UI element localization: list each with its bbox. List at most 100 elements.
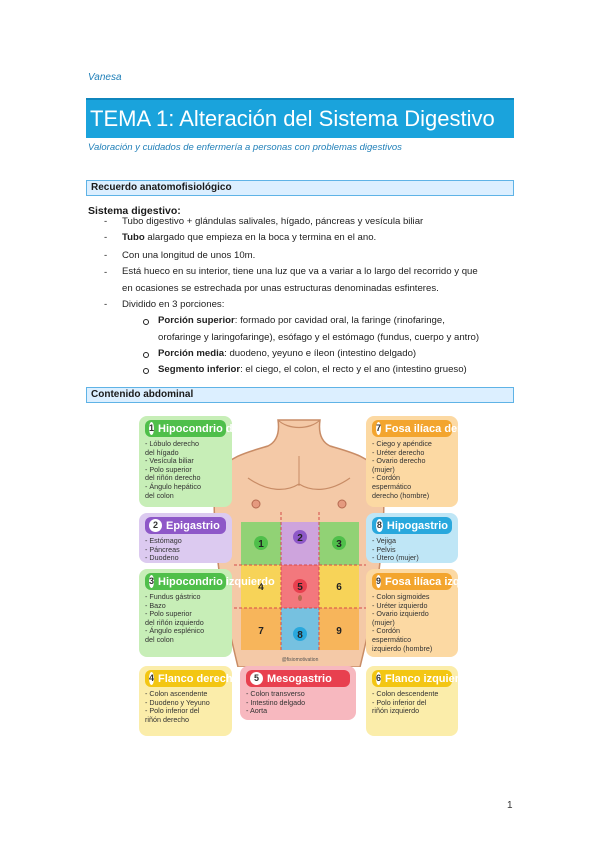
region-header: 1 Hipocondrio derecho: [145, 420, 269, 437]
region-number: 5: [250, 672, 263, 685]
region-box-2: 2 Epigastrio - Estómago- Páncreas- Duode…: [139, 513, 232, 563]
region-item: - Polo superior: [145, 464, 192, 474]
region-item: - Vesícula biliar: [145, 456, 194, 466]
dash-marker: -: [104, 299, 108, 310]
region-item: izquierdo (hombre): [372, 643, 433, 653]
list-item: Tubo alargado que empieza en la boca y t…: [122, 231, 376, 245]
region-header: 9 Fosa ilíaca izquierda: [372, 573, 493, 590]
region-header: 8 Hipogastrio: [372, 517, 452, 534]
region-number: 9: [376, 575, 382, 588]
region-item: - Bazo: [145, 600, 166, 610]
svg-text:4: 4: [258, 582, 264, 593]
region-title: Hipogastrio: [386, 519, 448, 532]
region-item: - Duodeno: [145, 553, 179, 563]
region-title: Epigastrio: [166, 519, 220, 532]
sub-item: Segmento inferior: el ciego, el colon, e…: [158, 363, 467, 377]
list-item: Dividido en 3 porciones:: [122, 299, 225, 310]
sub-item-text: : formado por cavidad oral, la faringe (…: [234, 315, 445, 326]
sub-item: Porción media: duodeno, yeyuno e íleon (…: [158, 347, 416, 361]
region-item: - Intestino delgado: [246, 697, 306, 707]
region-item: del riñón derecho: [145, 473, 201, 483]
region-title: Hipocondrio izquierdo: [158, 575, 275, 588]
region-number: 4: [149, 672, 155, 685]
region-items: - Colon ascendente- Duodeno y Yeyuno- Po…: [145, 689, 226, 724]
region-number: 6: [376, 672, 382, 685]
region-item: - Colon descendente: [372, 689, 439, 698]
svg-text:1: 1: [258, 539, 264, 550]
region-items: - Colon transverso- Intestino delgado- A…: [246, 689, 350, 716]
sub-item-text: : el ciego, el colon, el recto y el ano …: [240, 364, 467, 375]
region-item: - Ángulo hepático: [145, 481, 201, 491]
region-item: (mujer): [372, 464, 395, 474]
region-header: 3 Hipocondrio izquierdo: [145, 573, 275, 590]
region-box-4: 4 Flanco derecho - Colon ascendente- Duo…: [139, 666, 239, 736]
section-heading-anatomy: Recuerdo anatomofisiológico: [86, 180, 514, 196]
region-title: Fosa ilíaca izquierda: [385, 575, 493, 588]
region-item: del colon: [145, 490, 174, 500]
page-title: TEMA 1: Alteración del Sistema Digestivo: [90, 106, 495, 131]
region-item: - Uréter derecho: [372, 447, 425, 457]
svg-text:2: 2: [297, 533, 303, 544]
list-item-continuation: en ocasiones se estrechada por unas estr…: [122, 283, 439, 294]
region-box-7: 7 Fosa ilíaca derecha - Ciego y apéndice…: [366, 416, 487, 507]
region-item: - Polo superior: [145, 609, 192, 619]
region-item: del colon: [145, 634, 174, 644]
region-item: espermático: [372, 634, 412, 644]
list-item: Está hueco en su interior, tiene una luz…: [122, 266, 478, 277]
region-item: - Lóbulo derecho: [145, 439, 199, 448]
sub-item-continuation: orofaringe y laringofaringe), esófago y …: [158, 332, 480, 343]
dash-marker: -: [104, 267, 108, 278]
svg-text:9: 9: [336, 626, 342, 637]
bold-term: Segmento inferior: [158, 364, 241, 375]
region-item: - Estómago: [145, 536, 182, 545]
region-number: 7: [376, 422, 382, 435]
region-title: Flanco derecho: [158, 672, 240, 685]
region-header: 7 Fosa ilíaca derecha: [372, 420, 487, 437]
region-box-9: 9 Fosa ilíaca izquierda - Colon sigmoide…: [366, 569, 493, 657]
region-box-6: 6 Flanco izquierdo - Colon descendente- …: [366, 666, 472, 736]
region-header: 4 Flanco derecho: [145, 670, 239, 687]
region-items: - Vejiga- Pelvis- Útero (mujer): [372, 536, 452, 563]
region-item: riñón izquierdo: [372, 706, 420, 716]
region-number: 3: [149, 575, 155, 588]
region-items: - Colon sigmoides- Uréter izquierdo- Ova…: [372, 592, 452, 653]
section-heading-abdomen: Contenido abdominal: [86, 387, 514, 403]
list-item-text: alargado que empieza en la boca y termin…: [147, 232, 377, 243]
circle-bullet-icon: [143, 319, 149, 325]
region-item: - Aorta: [246, 706, 268, 716]
region-items: - Ciego y apéndice- Uréter derecho- Ovar…: [372, 439, 452, 500]
region-item: riñón derecho: [145, 714, 189, 724]
region-item: - Ovario derecho: [372, 456, 426, 466]
list-item: Con una longitud de unos 10m.: [122, 250, 256, 261]
svg-text:3: 3: [336, 539, 342, 550]
svg-text:5: 5: [297, 582, 303, 593]
torso-illustration: 1 2 3 4 5 6 7 8 9 @fisiomotivation: [213, 419, 385, 667]
region-item: del riñón izquierdo: [145, 617, 204, 627]
region-item: - Útero (mujer): [372, 553, 419, 563]
region-item: - Vejiga: [372, 536, 396, 545]
circle-bullet-icon: [143, 368, 149, 374]
body-title: Sistema digestivo:: [88, 205, 181, 217]
region-item: - Ovario izquierdo: [372, 609, 429, 619]
section-heading-text: Contenido abdominal: [91, 389, 194, 400]
region-title: Hipocondrio derecho: [158, 422, 269, 435]
page-subtitle: Valoración y cuidados de enfermería a pe…: [88, 142, 402, 153]
region-title: Mesogastrio: [267, 672, 332, 685]
region-item: - Ángulo esplénico: [145, 626, 205, 636]
bold-term: Porción media: [158, 348, 225, 359]
bold-term: Porción superior: [158, 315, 235, 326]
region-number: 8: [376, 519, 383, 532]
region-item: - Fundus gástrico: [145, 592, 201, 601]
region-item: - Colon ascendente: [145, 689, 208, 698]
region-title: Fosa ilíaca derecha: [385, 422, 487, 435]
region-header: 2 Epigastrio: [145, 517, 226, 534]
region-item: - Cordón: [372, 473, 400, 483]
region-item: - Ciego y apéndice: [372, 439, 432, 448]
dash-marker: -: [104, 250, 108, 261]
circle-bullet-icon: [143, 352, 149, 358]
list-item: Tubo digestivo + glándulas salivales, hí…: [122, 216, 424, 227]
